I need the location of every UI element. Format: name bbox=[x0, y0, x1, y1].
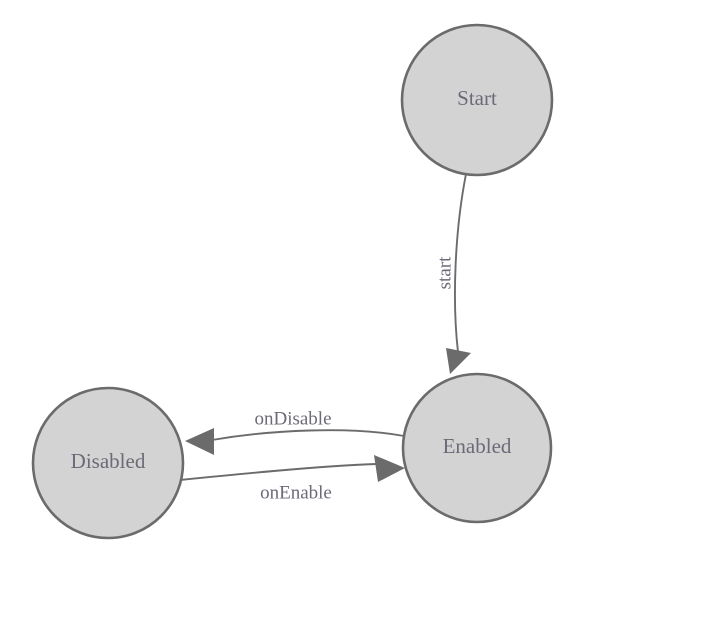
edge-disabled-to-enabled-arrowhead bbox=[374, 455, 405, 482]
node-enabled-label: Enabled bbox=[443, 434, 512, 458]
edge-label-on-enable: onEnable bbox=[260, 482, 332, 503]
node-disabled-circle bbox=[31, 386, 185, 540]
node-start-label: Start bbox=[457, 86, 497, 110]
node-disabled[interactable]: Disabled bbox=[31, 386, 185, 540]
edge-disabled-to-enabled[interactable]: onEnable bbox=[179, 455, 405, 503]
edge-label-on-disable: onDisable bbox=[254, 408, 331, 429]
edge-disabled-to-enabled-path bbox=[179, 463, 377, 481]
node-enabled-circle bbox=[401, 372, 553, 524]
edge-start-to-enabled-path bbox=[454, 173, 467, 353]
edge-start-to-enabled[interactable]: start bbox=[434, 173, 471, 374]
edge-start-to-enabled-arrowhead bbox=[446, 348, 471, 374]
edge-label-start: start bbox=[434, 256, 455, 289]
node-start-circle bbox=[400, 23, 554, 177]
edge-enabled-to-disabled-arrowhead bbox=[185, 428, 214, 455]
edge-enabled-to-disabled[interactable]: onDisable bbox=[185, 408, 405, 455]
node-disabled-label: Disabled bbox=[71, 449, 146, 473]
node-enabled[interactable]: Enabled bbox=[401, 372, 553, 524]
edge-enabled-to-disabled-path bbox=[211, 429, 405, 441]
node-start[interactable]: Start bbox=[400, 23, 554, 177]
